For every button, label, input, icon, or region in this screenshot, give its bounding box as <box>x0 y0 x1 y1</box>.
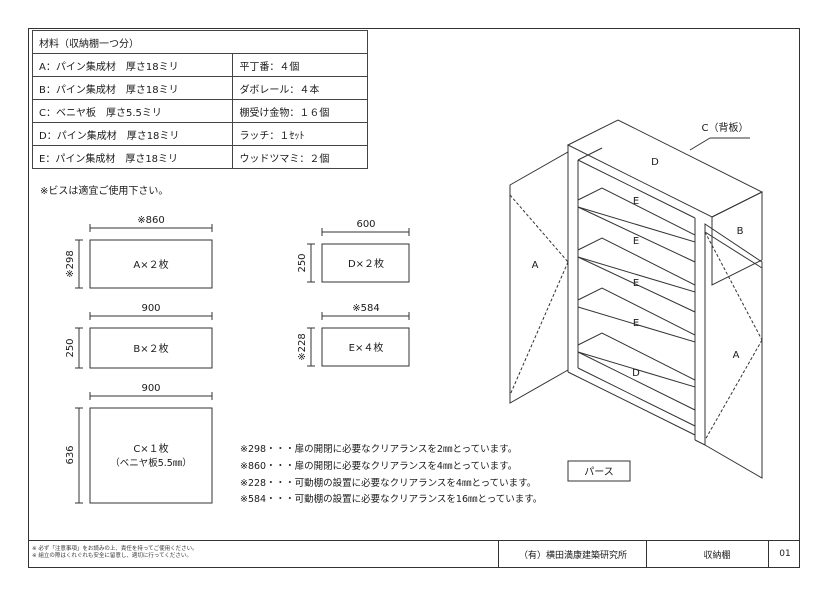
part-b-width: 900 <box>141 303 160 314</box>
part-b-height: 250 <box>65 338 76 357</box>
top-board <box>566 119 764 218</box>
materials-hardware: ダボレール：４本 <box>232 76 368 100</box>
materials-part: E：パイン集成材 厚さ18ミリ <box>31 145 234 169</box>
part-d-height: 250 <box>297 253 308 272</box>
part-c-label-2: （ベニヤ板5.5㎜） <box>110 457 192 469</box>
part-a-label: A×２枚 <box>133 258 168 271</box>
shelf-label: E <box>633 236 639 247</box>
part-e-label: E×４枚 <box>349 341 384 354</box>
part-e-board <box>321 327 410 367</box>
part-b-board <box>89 327 213 369</box>
materials-part: A：パイン集成材 厚さ18ミリ <box>31 53 234 77</box>
drawing-title: 収納棚 <box>646 540 787 568</box>
materials-row: B：パイン集成材 厚さ18ミリダボレール：４本 <box>31 76 368 100</box>
right-door-label: A <box>733 350 740 361</box>
materials-hardware: ウッドツマミ：２個 <box>232 145 368 169</box>
part-c-height: 636 <box>65 445 76 464</box>
top-board-label: D <box>651 157 659 168</box>
perspective-drawing <box>509 119 764 482</box>
shelf-label: E <box>633 196 639 207</box>
part-d-width: 600 <box>356 219 375 230</box>
drawing-frame <box>28 28 800 568</box>
perspective-caption: パース <box>584 466 614 478</box>
screw-note: ※ビスは適宜ご使用下さい。 <box>40 186 169 197</box>
part-e-height: ※228 <box>297 333 308 360</box>
part-e-width: ※584 <box>352 303 379 314</box>
page-number: 01 <box>768 540 801 568</box>
left-door <box>509 151 569 404</box>
materials-row: E：パイン集成材 厚さ18ミリウッドツマミ：２個 <box>31 145 368 169</box>
shelf-label: E <box>633 278 639 289</box>
right-door <box>704 223 763 479</box>
materials-part: C：ベニヤ板 厚さ5.5ミリ <box>31 99 234 123</box>
back-label: C（背板） <box>702 121 749 134</box>
part-a-board <box>89 239 213 289</box>
materials-table: 材料（収納棚一つ分） A：パイン集成材 厚さ18ミリ平丁番：４個 B：パイン集成… <box>31 30 368 169</box>
part-a-height: ※298 <box>65 250 76 277</box>
materials-row: A：パイン集成材 厚さ18ミリ平丁番：４個 <box>31 53 368 77</box>
fine-print: ※ 必ず「注意事項」をお読みの上、責任を持ってご使用ください。 <box>32 546 198 552</box>
materials-hardware: 平丁番：４個 <box>232 53 368 77</box>
part-b-label: B×２枚 <box>133 342 168 355</box>
part-d-label: D×２枚 <box>348 257 384 270</box>
materials-row: D：パイン集成材 厚さ18ミリラッチ：１ｾｯﾄ <box>31 122 368 146</box>
fine-print: ※ 組立の際はくれぐれも安全に留意し、適切に行ってください。 <box>32 553 192 559</box>
left-door-label: A <box>532 260 539 271</box>
part-c-board <box>89 407 213 504</box>
clearance-note: ※228・・・可動棚の設置に必要なクリアランスを4㎜とっています。 <box>240 478 537 489</box>
part-d-board <box>321 243 410 283</box>
clearance-note: ※860・・・扉の開閉に必要なクリアランスを4㎜とっています。 <box>240 461 518 472</box>
part-c-width: 900 <box>141 383 160 394</box>
title-block: ※ 必ず「注意事項」をお読みの上、責任を持ってご使用ください。 ※ 組立の際はく… <box>28 540 800 568</box>
side-b-label: B <box>737 226 744 237</box>
shelf-label: E <box>633 318 639 329</box>
part-a-width: ※860 <box>137 215 164 226</box>
clearance-note: ※298・・・扉の開閉に必要なクリアランスを2㎜とっています。 <box>240 444 518 455</box>
clearance-note: ※584・・・可動棚の設置に必要なクリアランスを16㎜とっています。 <box>240 494 543 505</box>
company-name: （有）横田満康建築研究所 <box>498 540 647 568</box>
bottom-board-label: D <box>632 368 640 379</box>
perspective-caption-box <box>567 460 631 482</box>
part-c-label-1: C×１枚 <box>133 442 168 455</box>
